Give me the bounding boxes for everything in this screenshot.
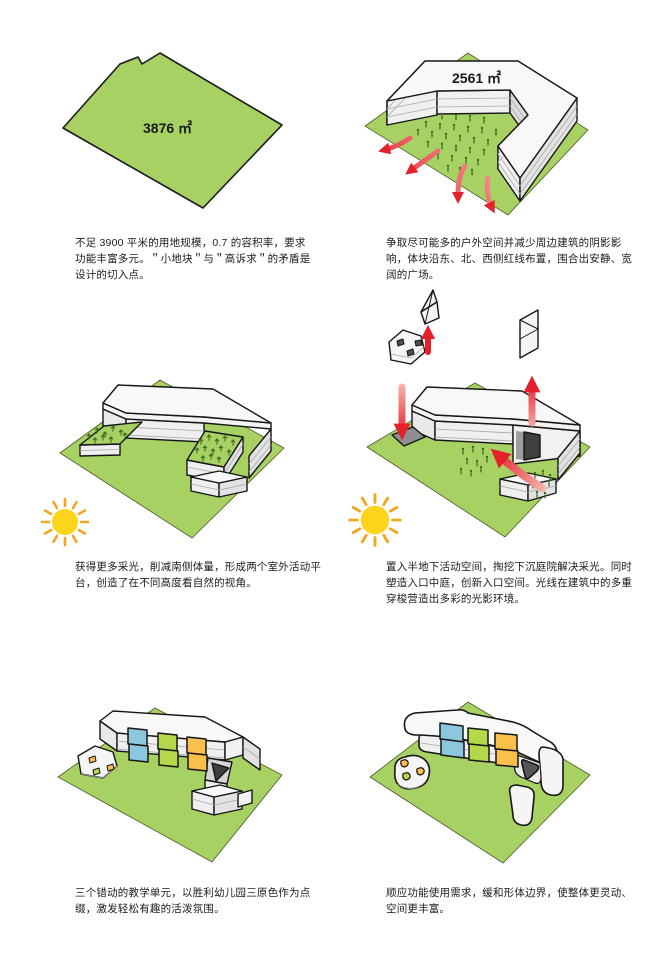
- caption-site: 不足 3900 平米的用地规模，0.7 的容积率，要求功能丰富多元。＂小地块＂与…: [75, 237, 311, 281]
- triangle-courtyard: [520, 759, 540, 780]
- detached-corner-block: [388, 329, 426, 365]
- caption-soft-edges: 顺应功能使用需求，缓和形体边界，使整体更灵动、空间更丰富。: [386, 887, 633, 915]
- u-building: [386, 60, 578, 202]
- daylight-terraces-diagram: [40, 379, 285, 547]
- red-arrow: [452, 163, 468, 205]
- caption-massing: 争取尽可能多的户外空间并减少周边建筑的阴影影响，体块沿东、北、西侧红线布置，围合…: [386, 237, 633, 281]
- red-arrow: [405, 148, 441, 175]
- caption-sunken: 置入半地下活动空间，掏挖下沉庭院解决采光。同时塑造入口中庭，创新入口空间。光线在…: [386, 561, 633, 605]
- caption-units: 三个错动的教学单元，以胜利幼儿园三原色作为点缀，激发轻松有趣的活泼氛围。: [75, 887, 311, 915]
- sunken-courtyard-diagram: [348, 289, 591, 547]
- site-area-label: 3876 ㎡: [143, 120, 192, 136]
- sun-icon: [40, 497, 90, 547]
- site-parcel-diagram: 3876 ㎡: [62, 52, 283, 209]
- red-arrow: [483, 175, 495, 214]
- wing-leg: [508, 784, 535, 827]
- unit-box-blue: [127, 727, 149, 763]
- entrance-shadow: [516, 431, 524, 460]
- unit-box-orange: [494, 732, 519, 768]
- sunken-courtyard-pit: [523, 431, 541, 461]
- light-arrows: [393, 324, 546, 492]
- unit-box-green: [157, 732, 179, 768]
- main-roof: [102, 384, 272, 424]
- outflow-arrows: [378, 135, 495, 214]
- red-arrow: [378, 135, 413, 155]
- caption-daylight: 获得更多采光，削减南侧体量，形成两个室外活动平台，创造了在不同高度看自然的视角。: [75, 561, 322, 589]
- unit-box-orange: [186, 736, 208, 772]
- left-annex-block: [77, 745, 118, 779]
- u-roof: [386, 60, 578, 179]
- massing-area-label: 2561 ㎡: [452, 70, 501, 86]
- unit-box-blue: [439, 722, 465, 759]
- teaching-unit-boxes: [127, 727, 208, 772]
- site-parcel-shape: [62, 52, 283, 209]
- main-roof: [411, 386, 581, 426]
- extracted-pieces: [388, 289, 539, 365]
- floating-panel: [519, 309, 539, 359]
- teaching-unit-boxes: [439, 722, 519, 768]
- right-wing: [538, 746, 564, 797]
- left-blob-annex: [393, 754, 431, 790]
- sun-icon: [348, 493, 402, 547]
- u-massing-diagram: 2561 ㎡: [364, 52, 589, 216]
- triangle-courtyard: [204, 757, 233, 785]
- teaching-units-diagram: [57, 707, 283, 863]
- floating-prism: [420, 289, 440, 325]
- red-arrow-diagonal: [490, 448, 546, 492]
- soft-edges-diagram: [369, 701, 591, 864]
- unit-box-green: [467, 727, 490, 763]
